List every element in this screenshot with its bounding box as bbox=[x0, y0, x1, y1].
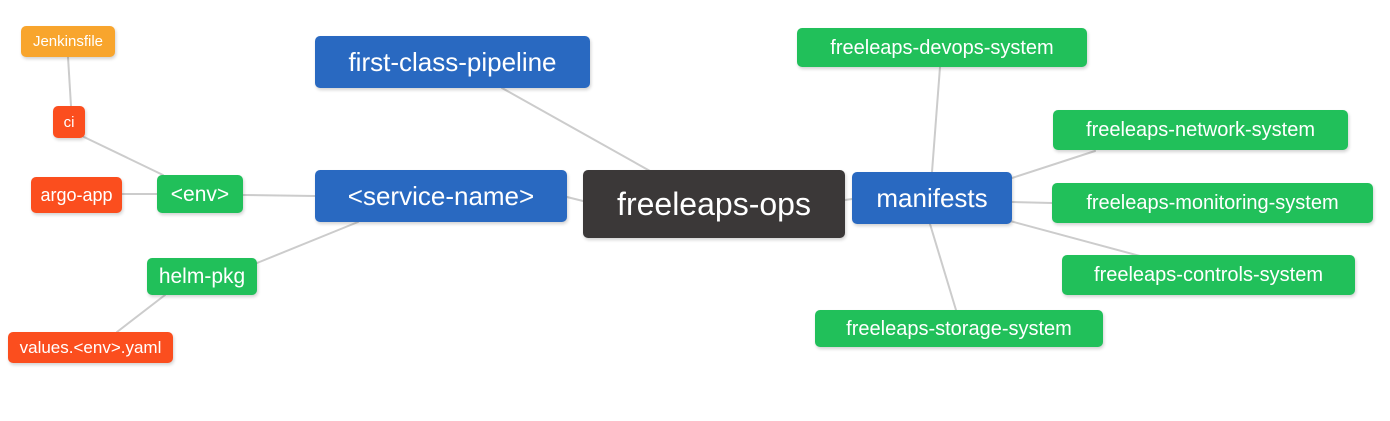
node-label-network-system: freeleaps-network-system bbox=[1086, 119, 1315, 141]
node-label-first-class-pipeline: first-class-pipeline bbox=[348, 47, 557, 77]
node-label-jenkinsfile: Jenkinsfile bbox=[32, 33, 104, 50]
node-label-devops-system: freeleaps-devops-system bbox=[830, 36, 1054, 59]
node-env[interactable]: <env> bbox=[157, 175, 243, 213]
edge-ci-to-env bbox=[83, 136, 164, 176]
edge-env-to-service-name bbox=[242, 194, 316, 197]
node-label-freeleaps-ops: freeleaps-ops bbox=[617, 186, 811, 222]
node-label-ci: ci bbox=[63, 113, 75, 131]
node-monitoring-system[interactable]: freeleaps-monitoring-system bbox=[1052, 183, 1373, 223]
node-values-env-yaml[interactable]: values.<env>.yaml bbox=[8, 332, 173, 363]
node-network-system[interactable]: freeleaps-network-system bbox=[1053, 110, 1348, 150]
node-label-controls-system: freeleaps-controls-system bbox=[1094, 264, 1323, 286]
node-manifests[interactable]: manifests bbox=[852, 172, 1012, 224]
node-controls-system[interactable]: freeleaps-controls-system bbox=[1062, 255, 1355, 295]
edge-freeleaps-ops-to-manifests bbox=[844, 198, 853, 201]
edge-service-name-to-freeleaps-ops bbox=[566, 196, 584, 202]
edge-manifests-to-storage-system bbox=[929, 223, 957, 311]
node-label-manifests: manifests bbox=[876, 183, 988, 213]
node-ci[interactable]: ci bbox=[53, 106, 85, 138]
edge-manifests-to-devops-system bbox=[931, 66, 941, 173]
node-service-name[interactable]: <service-name> bbox=[315, 170, 567, 222]
node-label-helm-pkg: helm-pkg bbox=[158, 265, 246, 288]
edge-helm-pkg-to-values-env-yaml bbox=[116, 294, 166, 333]
edge-manifests-to-controls-system bbox=[1009, 220, 1141, 257]
edge-first-class-pipeline-to-freeleaps-ops bbox=[501, 87, 651, 172]
node-label-service-name: <service-name> bbox=[347, 181, 535, 211]
node-helm-pkg[interactable]: helm-pkg bbox=[147, 258, 257, 295]
node-label-storage-system: freeleaps-storage-system bbox=[846, 317, 1072, 340]
node-label-values-env-yaml: values.<env>.yaml bbox=[19, 338, 162, 357]
node-storage-system[interactable]: freeleaps-storage-system bbox=[815, 310, 1103, 347]
edge-manifests-to-network-system bbox=[1011, 150, 1096, 179]
edge-manifests-to-monitoring-system bbox=[1011, 201, 1053, 204]
node-label-env: <env> bbox=[170, 182, 230, 206]
node-devops-system[interactable]: freeleaps-devops-system bbox=[797, 28, 1087, 67]
node-argo-app[interactable]: argo-app bbox=[31, 177, 122, 213]
node-label-monitoring-system: freeleaps-monitoring-system bbox=[1086, 192, 1339, 214]
node-label-argo-app: argo-app bbox=[40, 185, 113, 205]
node-jenkinsfile[interactable]: Jenkinsfile bbox=[21, 26, 115, 57]
node-freeleaps-ops[interactable]: freeleaps-ops bbox=[583, 170, 845, 238]
edge-service-name-to-helm-pkg bbox=[256, 221, 359, 264]
node-first-class-pipeline[interactable]: first-class-pipeline bbox=[315, 36, 590, 88]
edge-jenkinsfile-to-ci bbox=[67, 56, 72, 107]
